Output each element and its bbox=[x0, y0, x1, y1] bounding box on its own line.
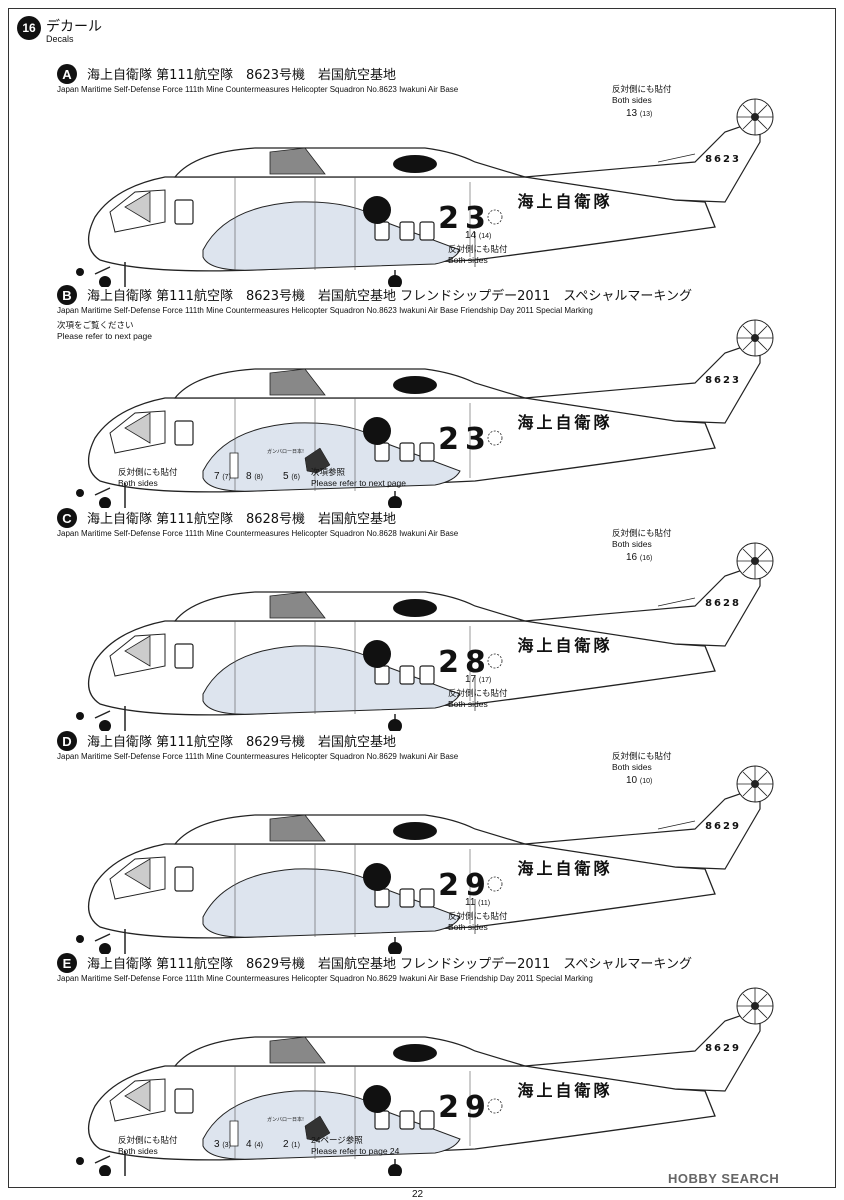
helicopter-side-view: 28 海上自衛隊 8628 bbox=[76, 542, 774, 731]
side-number: 28 bbox=[438, 645, 492, 680]
decal-number-3: 2 (1) bbox=[283, 1139, 300, 1150]
variant-title-en: Japan Maritime Self-Defense Force 111th … bbox=[57, 306, 593, 315]
body-callout-number: 11 (11) bbox=[465, 897, 491, 908]
helicopter-side-view: 29 海上自衛隊 8629 bbox=[76, 765, 774, 954]
variant-badge: C bbox=[57, 508, 77, 528]
variant-badge: E bbox=[57, 953, 77, 973]
variant-title-en: Japan Maritime Self-Defense Force 111th … bbox=[57, 752, 459, 761]
tail-number: 8623 bbox=[705, 154, 741, 165]
tail-callout-number: 13 (13) bbox=[626, 108, 653, 119]
tail-number: 8628 bbox=[705, 598, 741, 609]
decal-variant-e: E 海上自衛隊 第111航空隊 8629号機 岩国航空基地 フレンドシップデー2… bbox=[0, 953, 844, 1177]
tail-number: 8623 bbox=[705, 375, 741, 386]
hinomaru-roundel bbox=[363, 640, 391, 668]
body-callout-number: 17 (17) bbox=[465, 674, 492, 685]
hinomaru-roundel bbox=[363, 417, 391, 445]
decal-variant-c: C 海上自衛隊 第111航空隊 8628号機 岩国航空基地 Japan Mari… bbox=[0, 508, 844, 732]
variant-badge: A bbox=[57, 64, 77, 84]
helicopter-side-view: 29 海上自衛隊 8629 ガンバロー日本! bbox=[76, 987, 774, 1176]
variant-title: 海上自衛隊 第111航空隊 8629号機 岩国航空基地 bbox=[87, 735, 397, 750]
variant-badge: B bbox=[57, 285, 77, 305]
step-subtitle: Decals bbox=[46, 34, 74, 44]
helicopter-side-view: 23 海上自衛隊 8623 ガンバロー日本! bbox=[76, 319, 774, 508]
decal-number-1: 3 (3) bbox=[214, 1139, 231, 1150]
decal-variant-a: A 海上自衛隊 第111航空隊 8623号機 岩国航空基地 Japan Mari… bbox=[0, 64, 844, 288]
hinomaru-roundel bbox=[363, 196, 391, 224]
tail-number: 8629 bbox=[705, 821, 741, 832]
hull-lettering: 海上自衛隊 bbox=[517, 859, 612, 878]
hull-lettering: 海上自衛隊 bbox=[517, 1081, 612, 1100]
decal-variant-d: D 海上自衛隊 第111航空隊 8629号機 岩国航空基地 Japan Mari… bbox=[0, 731, 844, 955]
decal-number-1: 7 (7) bbox=[214, 471, 231, 482]
step-title: デカール bbox=[46, 19, 102, 35]
variant-title-en: Japan Maritime Self-Defense Force 111th … bbox=[57, 529, 459, 538]
special-banner: ガンバロー日本! bbox=[267, 1116, 304, 1123]
side-number: 29 bbox=[438, 868, 492, 903]
variant-badge: D bbox=[57, 731, 77, 751]
side-number: 23 bbox=[438, 422, 492, 457]
side-number: 29 bbox=[438, 1090, 492, 1125]
body-callout-number: 14 (14) bbox=[465, 230, 492, 241]
hull-lettering: 海上自衛隊 bbox=[517, 413, 612, 432]
hull-lettering: 海上自衛隊 bbox=[517, 636, 612, 655]
tail-callout-number: 16 (16) bbox=[626, 552, 653, 563]
variant-title-en: Japan Maritime Self-Defense Force 111th … bbox=[57, 85, 459, 94]
tail-callout-number: 10 (10) bbox=[626, 775, 653, 786]
special-banner: ガンバロー日本! bbox=[267, 448, 304, 455]
hinomaru-roundel bbox=[363, 863, 391, 891]
variant-title: 海上自衛隊 第111航空隊 8628号機 岩国航空基地 bbox=[87, 512, 397, 527]
tail-number: 8629 bbox=[705, 1043, 741, 1054]
decal-number-2: 4 (4) bbox=[246, 1139, 263, 1150]
variant-title: 海上自衛隊 第111航空隊 8623号機 岩国航空基地 フレンドシップデー201… bbox=[87, 289, 692, 304]
side-number: 23 bbox=[438, 201, 492, 236]
hull-lettering: 海上自衛隊 bbox=[517, 192, 612, 211]
helicopter-side-view: 23 海上自衛隊 8623 bbox=[76, 98, 774, 287]
variant-title-en: Japan Maritime Self-Defense Force 111th … bbox=[57, 974, 593, 983]
variant-title: 海上自衛隊 第111航空隊 8629号機 岩国航空基地 フレンドシップデー201… bbox=[87, 957, 692, 972]
hinomaru-roundel bbox=[363, 1085, 391, 1113]
special-marking: ガンバロー日本! bbox=[229, 447, 331, 479]
page-frame bbox=[8, 8, 836, 1188]
decal-variant-b: B 海上自衛隊 第111航空隊 8623号機 岩国航空基地 フレンドシップデー2… bbox=[0, 285, 844, 509]
watermark: HOBBY SEARCH bbox=[668, 1171, 780, 1186]
step-number-badge: 16 bbox=[17, 16, 41, 40]
variant-title: 海上自衛隊 第111航空隊 8623号機 岩国航空基地 bbox=[87, 68, 397, 83]
page-number: 22 bbox=[412, 1189, 424, 1200]
special-marking: ガンバロー日本! bbox=[229, 1115, 331, 1147]
decal-number-2: 8 (8) bbox=[246, 471, 263, 482]
decal-number-3: 5 (6) bbox=[283, 471, 300, 482]
